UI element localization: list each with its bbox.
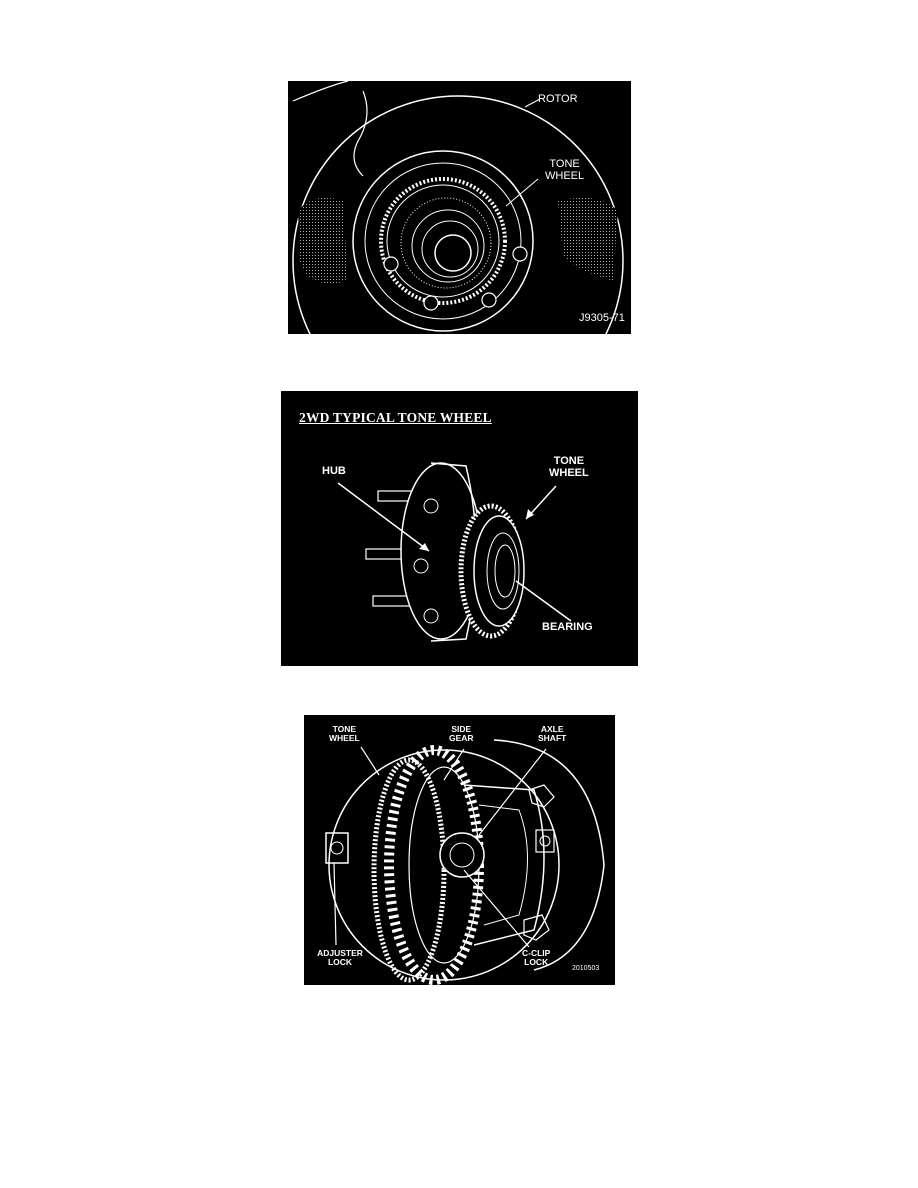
label-tone-wheel: TONE WHEEL [545,158,585,182]
label-side-gear: SIDE GEAR [449,724,474,743]
label-adjuster-lock: ADJUSTER LOCK [317,948,363,967]
differential-tone-wheel-illustration [325,739,605,985]
figure-rotor-tone-wheel: ROTOR TONE WHEEL J9305-71 [288,81,631,334]
figure-code: 2010503 [572,965,600,972]
figure-2wd-tone-wheel: 2WD TYPICAL TONE WHEEL HUB TONE WHEEL BE… [281,391,638,666]
figure-differential-tone-wheel: TONE WHEEL SIDE GEAR AXLE SHAFT ADJUSTER… [304,715,615,985]
label-bearing: BEARING [542,621,593,633]
label-hub: HUB [322,465,346,477]
rotor-tone-wheel-illustration [292,81,624,334]
hub-tone-wheel-illustration [337,462,572,642]
figure-title: 2WD TYPICAL TONE WHEEL [299,410,492,425]
label-tone-wheel: TONE WHEEL [549,455,589,479]
label-c-clip-lock: C-CLIP LOCK [522,948,551,967]
label-tone-wheel: TONE WHEEL [329,724,360,743]
label-axle-shaft: AXLE SHAFT [538,724,567,743]
label-rotor: ROTOR [538,93,578,105]
figure-code: J9305-71 [579,312,625,324]
